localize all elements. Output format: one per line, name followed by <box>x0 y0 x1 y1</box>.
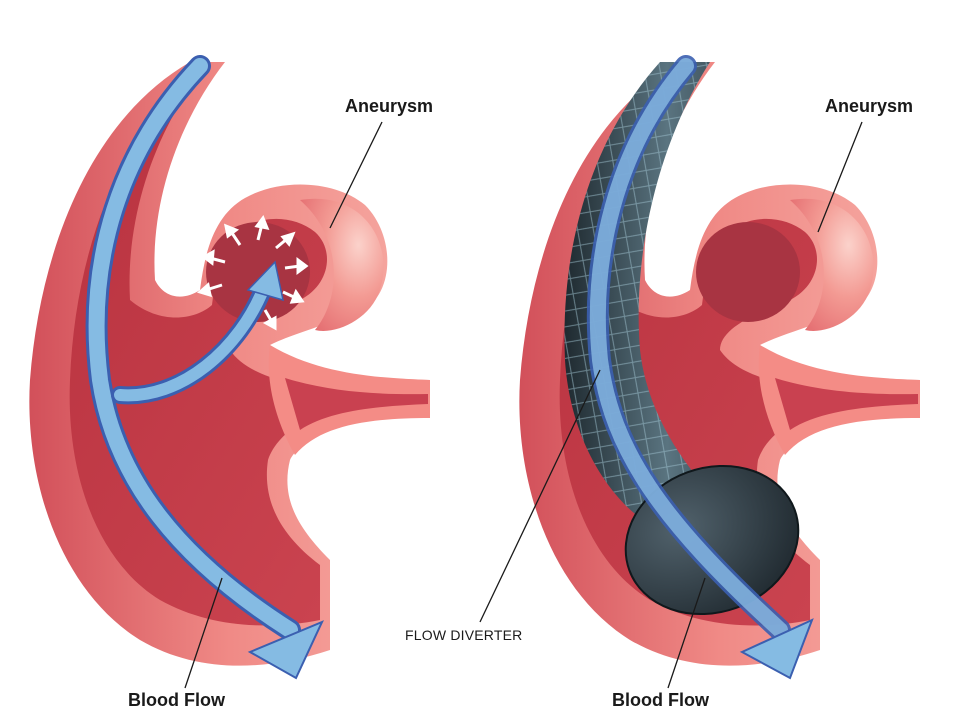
right-vessel-illustration <box>519 55 920 680</box>
right-blood-flow-label: Blood Flow <box>612 690 710 710</box>
left-aneurysm-sac <box>206 222 310 322</box>
right-aneurysm-label: Aneurysm <box>825 96 913 116</box>
flow-diverter-leader <box>479 369 601 623</box>
right-blood-flow-leader <box>667 577 706 689</box>
left-aneurysm-label: Aneurysm <box>345 96 433 116</box>
left-blood-flow-label: Blood Flow <box>128 690 226 710</box>
left-blood-flow-leader <box>184 577 223 689</box>
left-aneurysm-bulge <box>300 198 384 331</box>
right-aneurysm-bulge <box>790 198 874 331</box>
flow-diverter-label: FLOW DIVERTER <box>405 627 522 643</box>
left-pressure-arrows <box>196 214 309 331</box>
left-branch-lumen <box>285 378 428 430</box>
right-blood-flow-arrowhead <box>739 618 814 680</box>
left-aneurysm-leader <box>329 121 383 229</box>
right-aneurysm-leader <box>817 121 863 233</box>
left-blood-flow-arrowhead <box>247 620 324 680</box>
right-aneurysm-sac <box>696 222 800 322</box>
left-vessel-lumen <box>69 62 421 626</box>
left-vessel-illustration <box>29 55 430 680</box>
